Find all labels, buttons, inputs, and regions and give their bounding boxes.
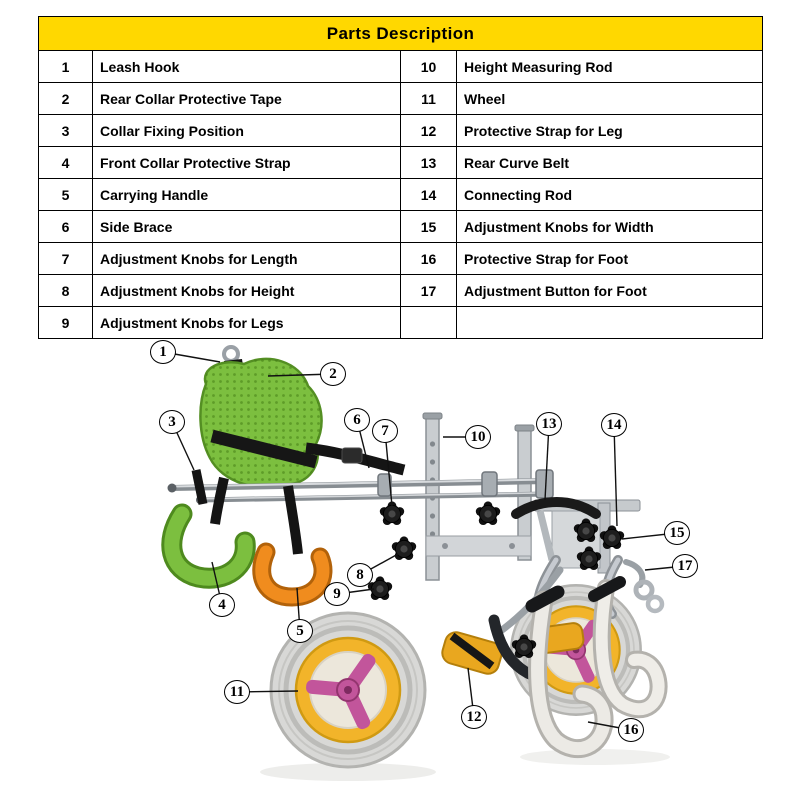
- leader-line: [613, 424, 618, 527]
- part-name-cell: Leash Hook: [92, 50, 401, 83]
- part-name-cell: [455, 306, 764, 339]
- part-name-cell: Side Brace: [92, 210, 401, 243]
- callout-badge: 7: [372, 419, 398, 443]
- rod-clamps: [377, 469, 554, 499]
- part-number-cell: 11: [400, 82, 457, 115]
- leader-line: [544, 423, 550, 501]
- part-name-cell: Protective Strap for Leg: [455, 114, 764, 147]
- part-name-cell: Adjustment Button for Foot: [455, 274, 764, 307]
- part-name-cell: Adjustment Knobs for Height: [92, 274, 401, 307]
- part-name-cell: Carrying Handle: [92, 178, 401, 211]
- table-header-row: Parts Description: [37, 16, 764, 51]
- part-number-cell: 16: [400, 242, 457, 275]
- foot-rests: [525, 576, 668, 759]
- part-name-cell: Rear Collar Protective Tape: [92, 82, 401, 115]
- part-name-cell: Adjustment Knobs for Width: [455, 210, 764, 243]
- callout-badge: 17: [672, 554, 698, 578]
- part-name-cell: Adjustment Knobs for Length: [92, 242, 401, 275]
- part-number-cell: 17: [400, 274, 457, 307]
- callout-badge: 11: [224, 680, 250, 704]
- callout-badge: 12: [461, 705, 487, 729]
- callout-badge: 9: [324, 582, 350, 606]
- leader-line: [384, 430, 393, 507]
- chest-strap: [210, 429, 318, 469]
- harness-loops: [161, 476, 333, 607]
- carrying-handle-strap: [255, 545, 330, 604]
- rear-curve-belt: [511, 497, 601, 519]
- callout-badge: 15: [664, 521, 690, 545]
- front-wheel-shadow: [260, 763, 436, 781]
- callout-badge: 6: [344, 408, 370, 432]
- table-title: Parts Description: [37, 16, 764, 51]
- foot-strap: [588, 576, 626, 602]
- callout-badge: 8: [347, 563, 373, 587]
- part-name-cell: Rear Curve Belt: [455, 146, 764, 179]
- part-number-cell: 14: [400, 178, 457, 211]
- callout-badge: 5: [287, 619, 313, 643]
- part-number-cell: 13: [400, 146, 457, 179]
- part-number-cell: 3: [38, 114, 93, 147]
- callout-badge: 4: [209, 593, 235, 617]
- foot-strap: [525, 585, 565, 613]
- callout-badge: 3: [159, 410, 185, 434]
- part-name-cell: Adjustment Knobs for Legs: [92, 306, 401, 339]
- part-number-cell: 12: [400, 114, 457, 147]
- part-number-cell: [400, 306, 457, 339]
- callout-badge: 14: [601, 413, 627, 437]
- callout-badge: 1: [150, 340, 176, 364]
- part-name-cell: Front Collar Protective Strap: [92, 146, 401, 179]
- rear-shadow: [520, 749, 670, 765]
- part-name-cell: Protective Strap for Foot: [455, 242, 764, 275]
- leg-strap: [449, 632, 495, 670]
- foot-adjustment-hooks: [623, 559, 665, 614]
- part-number-cell: 1: [38, 50, 93, 83]
- callout-badge: 13: [536, 412, 562, 436]
- callout-badge: 2: [320, 362, 346, 386]
- callout-badge: 16: [618, 718, 644, 742]
- callout-badge: 10: [465, 425, 491, 449]
- front-collar-strap: [164, 506, 253, 586]
- part-number-cell: 10: [400, 50, 457, 83]
- side-brace-strap: [191, 442, 406, 505]
